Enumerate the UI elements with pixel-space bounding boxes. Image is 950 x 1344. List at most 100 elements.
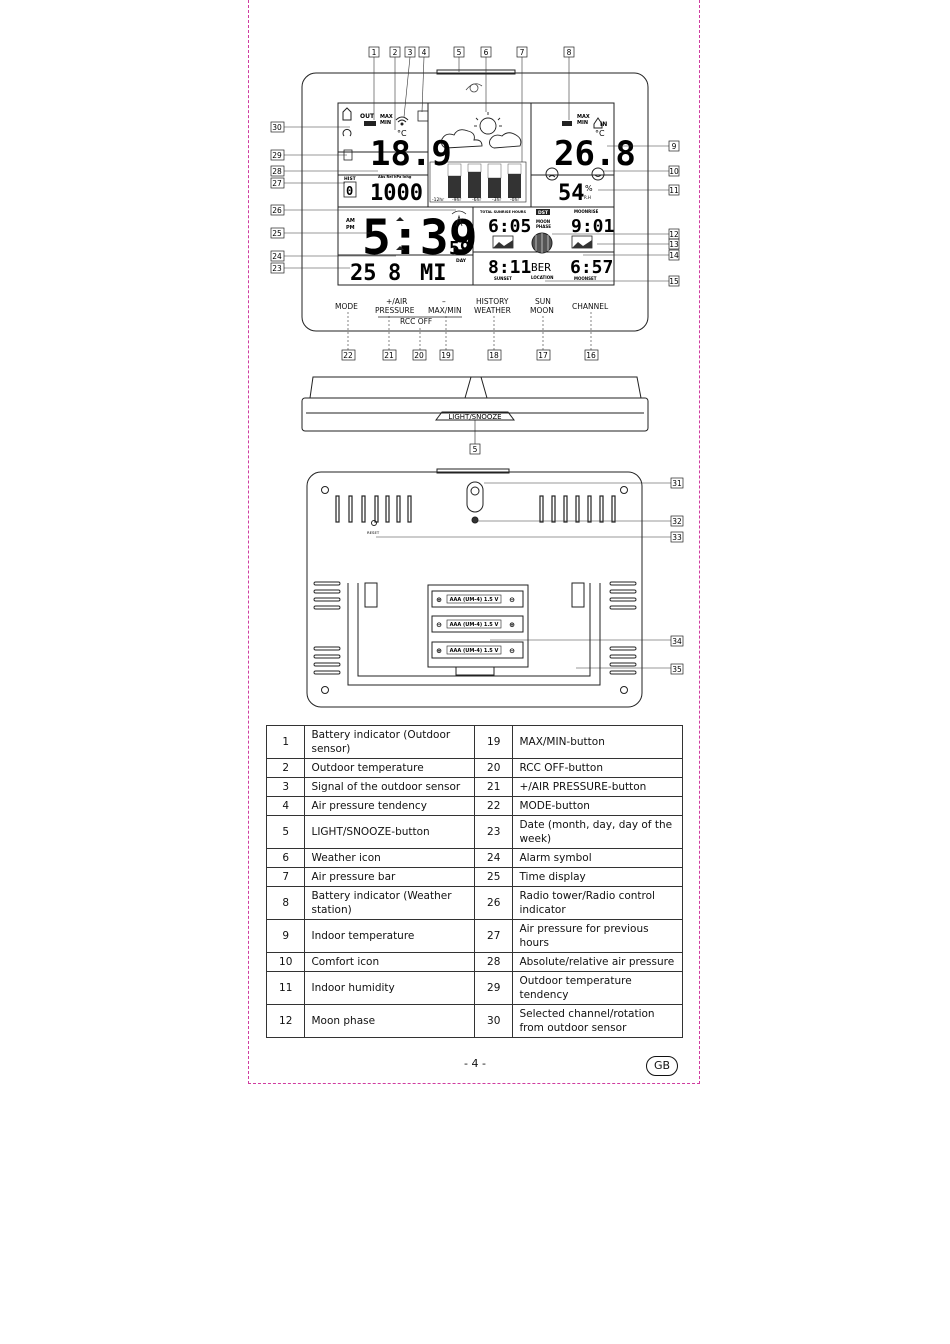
indoor-humidity: 54 (558, 181, 585, 206)
outdoor-temp-unit: °C (397, 129, 407, 138)
callout-30: 30 (272, 123, 282, 132)
svg-text:⊖: ⊖ (509, 647, 515, 655)
back-callouts (376, 477, 684, 675)
part-number: 10 (265, 952, 306, 972)
comfort-sad-icon (545, 167, 559, 181)
date-day: 25 (350, 261, 377, 286)
moon-landscape-icon (571, 235, 593, 249)
part-description: Selected channel/rotation from outdoor s… (512, 1004, 683, 1038)
callout-5-light: 5 (473, 445, 478, 454)
location-code: BER (531, 261, 551, 274)
part-number: 4 (265, 796, 306, 816)
page-frame (248, 0, 700, 1084)
radio-tower-icon (451, 210, 467, 227)
total-sunrise-hours-label: TOTAL SUNRISE HOURS (480, 210, 526, 214)
callout-19: 19 (441, 351, 451, 360)
hour-label-1: -9hr (452, 197, 461, 203)
dst-label: DST (538, 210, 549, 216)
page-number: - 4 - (464, 1057, 486, 1070)
callout-14: 14 (669, 251, 679, 260)
callout-32: 32 (672, 517, 682, 526)
reset-button[interactable]: RESET (367, 530, 380, 535)
callout-7: 7 (520, 48, 525, 57)
callout-5: 5 (457, 48, 462, 57)
air-pressure-button-line1[interactable]: +/AIR (386, 297, 407, 306)
hour-label-3: -3hr (492, 197, 501, 203)
moon-phase-label-1: MOON (536, 219, 550, 224)
air-pressure-bar-chart: -12hr -9hr -6hr -3hr -0hr (429, 161, 527, 203)
brand-logo-icon (465, 83, 483, 93)
moonrise-label: MOONRISE (574, 209, 599, 214)
callout-21: 21 (384, 351, 394, 360)
pressure-tendency-icon (417, 110, 429, 122)
part-number: 28 (473, 952, 514, 972)
light-snooze-button[interactable]: LIGHT/SNOOZE (448, 413, 501, 421)
history-button-line1[interactable]: HISTORY (476, 297, 509, 306)
part-number: 11 (265, 971, 306, 1005)
part-number: 3 (265, 777, 306, 797)
part-description: Radio tower/Radio control indicator (512, 886, 683, 920)
day-label: DAY (456, 258, 467, 264)
air-pressure-value: 1000 (370, 181, 423, 206)
out-label: OUT (360, 113, 375, 120)
sunmoon-button-line1[interactable]: SUN (535, 297, 551, 306)
part-description: Absolute/relative air pressure (512, 952, 683, 972)
part-number: 27 (473, 919, 514, 953)
mode-button[interactable]: MODE (335, 302, 358, 311)
part-description: Air pressure tendency (304, 796, 475, 816)
part-number: 6 (265, 848, 306, 868)
rcc-off-button[interactable]: RCC OFF (400, 317, 432, 326)
part-description: Weather icon (304, 848, 475, 868)
part-description: Comfort icon (304, 952, 475, 972)
moon-phase-icon (531, 232, 553, 254)
air-pressure-button-line2[interactable]: PRESSURE (375, 306, 415, 315)
moonset-label: MOONSET (574, 276, 597, 281)
language-badge: GB (646, 1056, 678, 1076)
top-light-button (436, 69, 516, 75)
hist-value: 0 (346, 184, 353, 198)
maxmin-button-line2[interactable]: MAX/MIN (428, 306, 462, 315)
part-description: Outdoor temperature tendency (512, 971, 683, 1005)
maxmin-button-line1[interactable]: – (442, 297, 446, 306)
in-min-label: MIN (577, 120, 588, 126)
part-description: Indoor temperature (304, 919, 475, 953)
callout-boxes: 1 2 3 4 5 6 7 8 9 10 11 12 13 14 15 30 2… (270, 46, 680, 361)
part-description: Moon phase (304, 1004, 475, 1038)
svg-text:⊕: ⊕ (509, 621, 515, 629)
channel-button[interactable]: CHANNEL (572, 302, 609, 311)
alarm-bell-icon (396, 217, 404, 250)
weather-icon (441, 112, 522, 149)
callout-24: 24 (272, 252, 282, 261)
callout-35: 35 (672, 665, 682, 674)
part-description: RCC OFF-button (512, 758, 683, 778)
device-diagram: -12hr -9hr -6hr -3hr -0hr OUT MAX MIN 18… (270, 46, 684, 708)
part-description: Battery indicator (Outdoor sensor) (304, 725, 475, 759)
callout-8: 8 (567, 48, 572, 57)
part-description: Indoor humidity (304, 971, 475, 1005)
part-number: 2 (265, 758, 306, 778)
station-battery-icon (562, 121, 572, 126)
part-description: MAX/MIN-button (512, 725, 683, 759)
callout-23: 23 (272, 264, 282, 273)
part-number: 9 (265, 919, 306, 953)
callout-17: 17 (538, 351, 548, 360)
callout-16: 16 (586, 351, 596, 360)
sunmoon-button-line2[interactable]: MOON (530, 306, 554, 315)
svg-text:⊖: ⊖ (509, 596, 515, 604)
history-button-line2[interactable]: WEATHER (474, 306, 511, 315)
part-description: Signal of the outdoor sensor (304, 777, 475, 797)
sunrise-time: 6:05 (488, 216, 531, 237)
part-number: 23 (473, 815, 514, 849)
part-number: 5 (265, 815, 306, 849)
part-number: 30 (473, 1004, 514, 1038)
indoor-temp-unit: °C (595, 129, 605, 138)
part-number: 22 (473, 796, 514, 816)
callout-4: 4 (422, 48, 427, 57)
